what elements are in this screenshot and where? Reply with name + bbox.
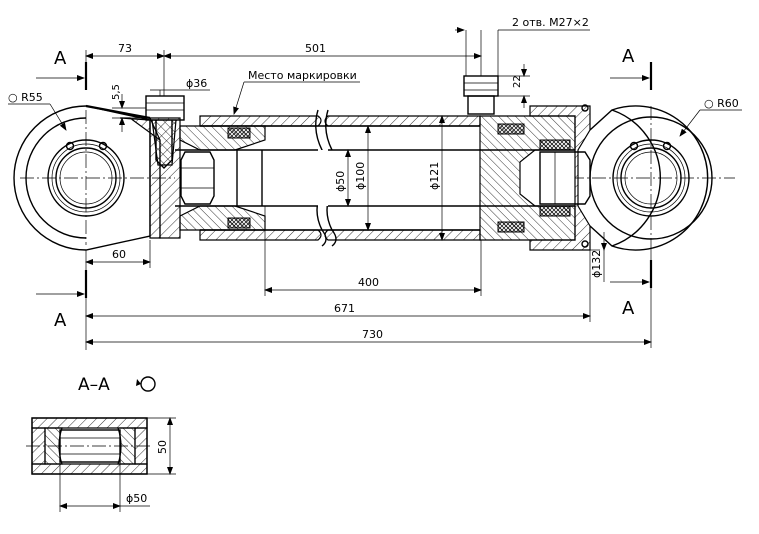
dim-r55: ○ R55 bbox=[8, 91, 43, 104]
dim-73: 73 bbox=[118, 42, 132, 55]
dim-22: 22 bbox=[512, 75, 523, 88]
dim-phi121: ϕ121 bbox=[428, 162, 441, 190]
rotate-icon bbox=[136, 376, 156, 392]
dimensions-diameters: ϕ50 ϕ100 ϕ121 ϕ132 bbox=[334, 115, 607, 282]
dimensions-bottom: 60 400 671 730 bbox=[85, 206, 652, 350]
section-dim-50: 50 bbox=[156, 440, 169, 454]
section-dim-phi50: ϕ50 bbox=[126, 492, 147, 505]
section-title: A–A bbox=[78, 375, 110, 395]
dim-400: 400 bbox=[358, 276, 379, 289]
gland bbox=[145, 95, 266, 239]
dim-phi36: ϕ36 bbox=[186, 77, 207, 90]
section-mark-right-bottom: A bbox=[622, 298, 635, 319]
dim-730: 730 bbox=[362, 328, 383, 341]
section-mark-left-top: A bbox=[54, 48, 67, 69]
dim-phi50: ϕ50 bbox=[334, 171, 347, 192]
marking-place: Место маркировки bbox=[248, 69, 357, 82]
dim-phi132: ϕ132 bbox=[590, 250, 603, 278]
dim-5-5: 5,5 bbox=[111, 84, 122, 100]
right-eye bbox=[581, 104, 713, 251]
dim-r60: ○ R60 bbox=[704, 97, 739, 110]
dimensions-top: 73 501 2 отв. M27×2 22 5,5 ϕ36 Место мар… bbox=[8, 16, 742, 137]
dim-phi100: ϕ100 bbox=[354, 162, 367, 190]
section-mark-right-top: A bbox=[622, 46, 635, 67]
dim-671: 671 bbox=[334, 302, 355, 315]
dim-501: 501 bbox=[305, 42, 326, 55]
section-mark-left-bottom: A bbox=[54, 310, 67, 331]
section-view: A–A 50 ϕ50 bbox=[26, 375, 176, 512]
dim-holes: 2 отв. M27×2 bbox=[512, 16, 589, 29]
dim-60: 60 bbox=[112, 248, 126, 261]
